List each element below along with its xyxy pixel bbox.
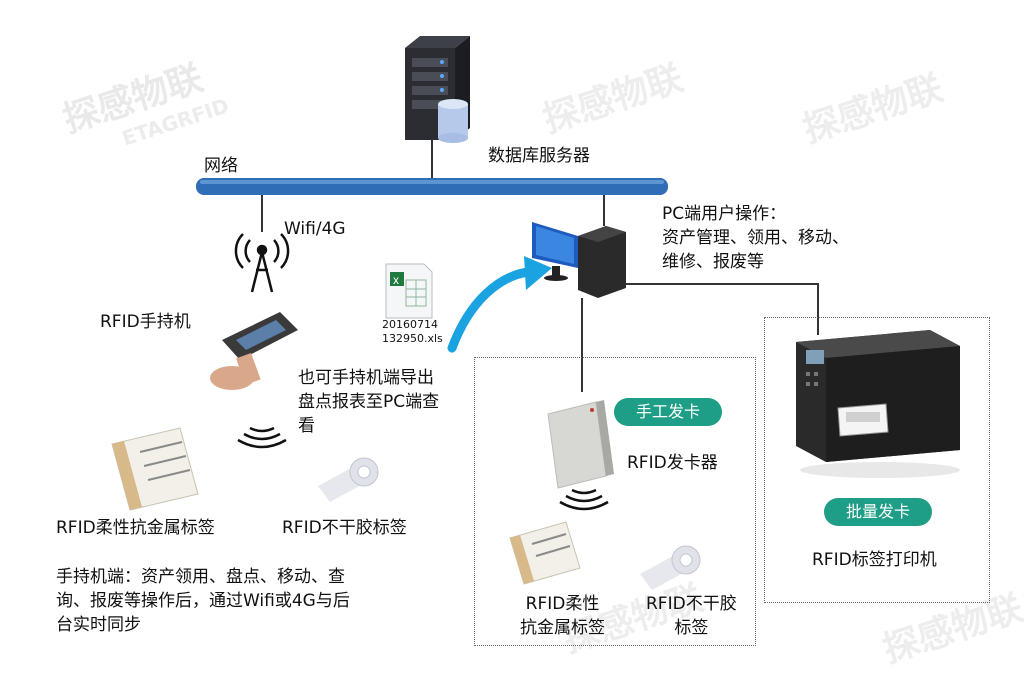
flex-tag-mid-label: RFID柔性 抗金属标签	[520, 594, 605, 638]
database-icon	[438, 99, 468, 143]
antenna-icon	[234, 233, 290, 293]
sticker-roll-mid-icon	[640, 545, 701, 590]
wifi-label: Wifi/4G	[284, 219, 346, 239]
batch-issue-box	[764, 317, 990, 603]
handheld-reader-icon	[210, 312, 298, 390]
nodry-tag-mid-label: RFID不干胶 标签	[646, 594, 737, 638]
flex-tag-mid-icon	[509, 521, 581, 585]
network-label: 网络	[204, 156, 238, 176]
manual-issue-badge: 手工发卡	[614, 398, 722, 426]
batch-issue-badge: 批量发卡	[824, 498, 932, 526]
db-server-label: 数据库服务器	[488, 146, 590, 166]
rfid-printer-icon	[796, 330, 960, 478]
export-arrowhead	[524, 256, 552, 290]
pc-to-printer-line	[626, 283, 819, 335]
pc-ops-label: PC端用户操作： 资产管理、领用、移动、 维修、报废等	[662, 204, 849, 272]
flex-tag-left-label: RFID柔性抗金属标签	[56, 518, 215, 538]
svg-text:x: x	[393, 273, 399, 287]
handheld-label: RFID手持机	[100, 312, 191, 332]
excel-file-icon: x	[385, 263, 433, 319]
card-issuer-icon	[547, 400, 614, 489]
manual-issue-box	[474, 357, 756, 646]
card-issuer-label: RFID发卡器	[627, 453, 718, 473]
handheld-desc-label: 手持机端：资产领用、盘点、移动、查 询、报废等操作后，通过Wifi或4G与后 台…	[56, 567, 350, 635]
export-note-label: 也可手持机端导出 盘点报表至PC端查 看	[298, 368, 440, 436]
nodry-tag-left-label: RFID不干胶标签	[282, 518, 407, 538]
flex-tag-left-icon	[111, 427, 199, 511]
file-name-label: 20160714 132950.xls	[382, 318, 443, 345]
pc-icon	[532, 222, 626, 298]
reader-signal-icon	[559, 488, 609, 511]
export-arrow	[447, 267, 533, 353]
tag-printer-label: RFID标签打印机	[812, 550, 937, 570]
handheld-signal-icon	[237, 426, 287, 449]
sticker-roll-left-icon	[318, 457, 379, 502]
